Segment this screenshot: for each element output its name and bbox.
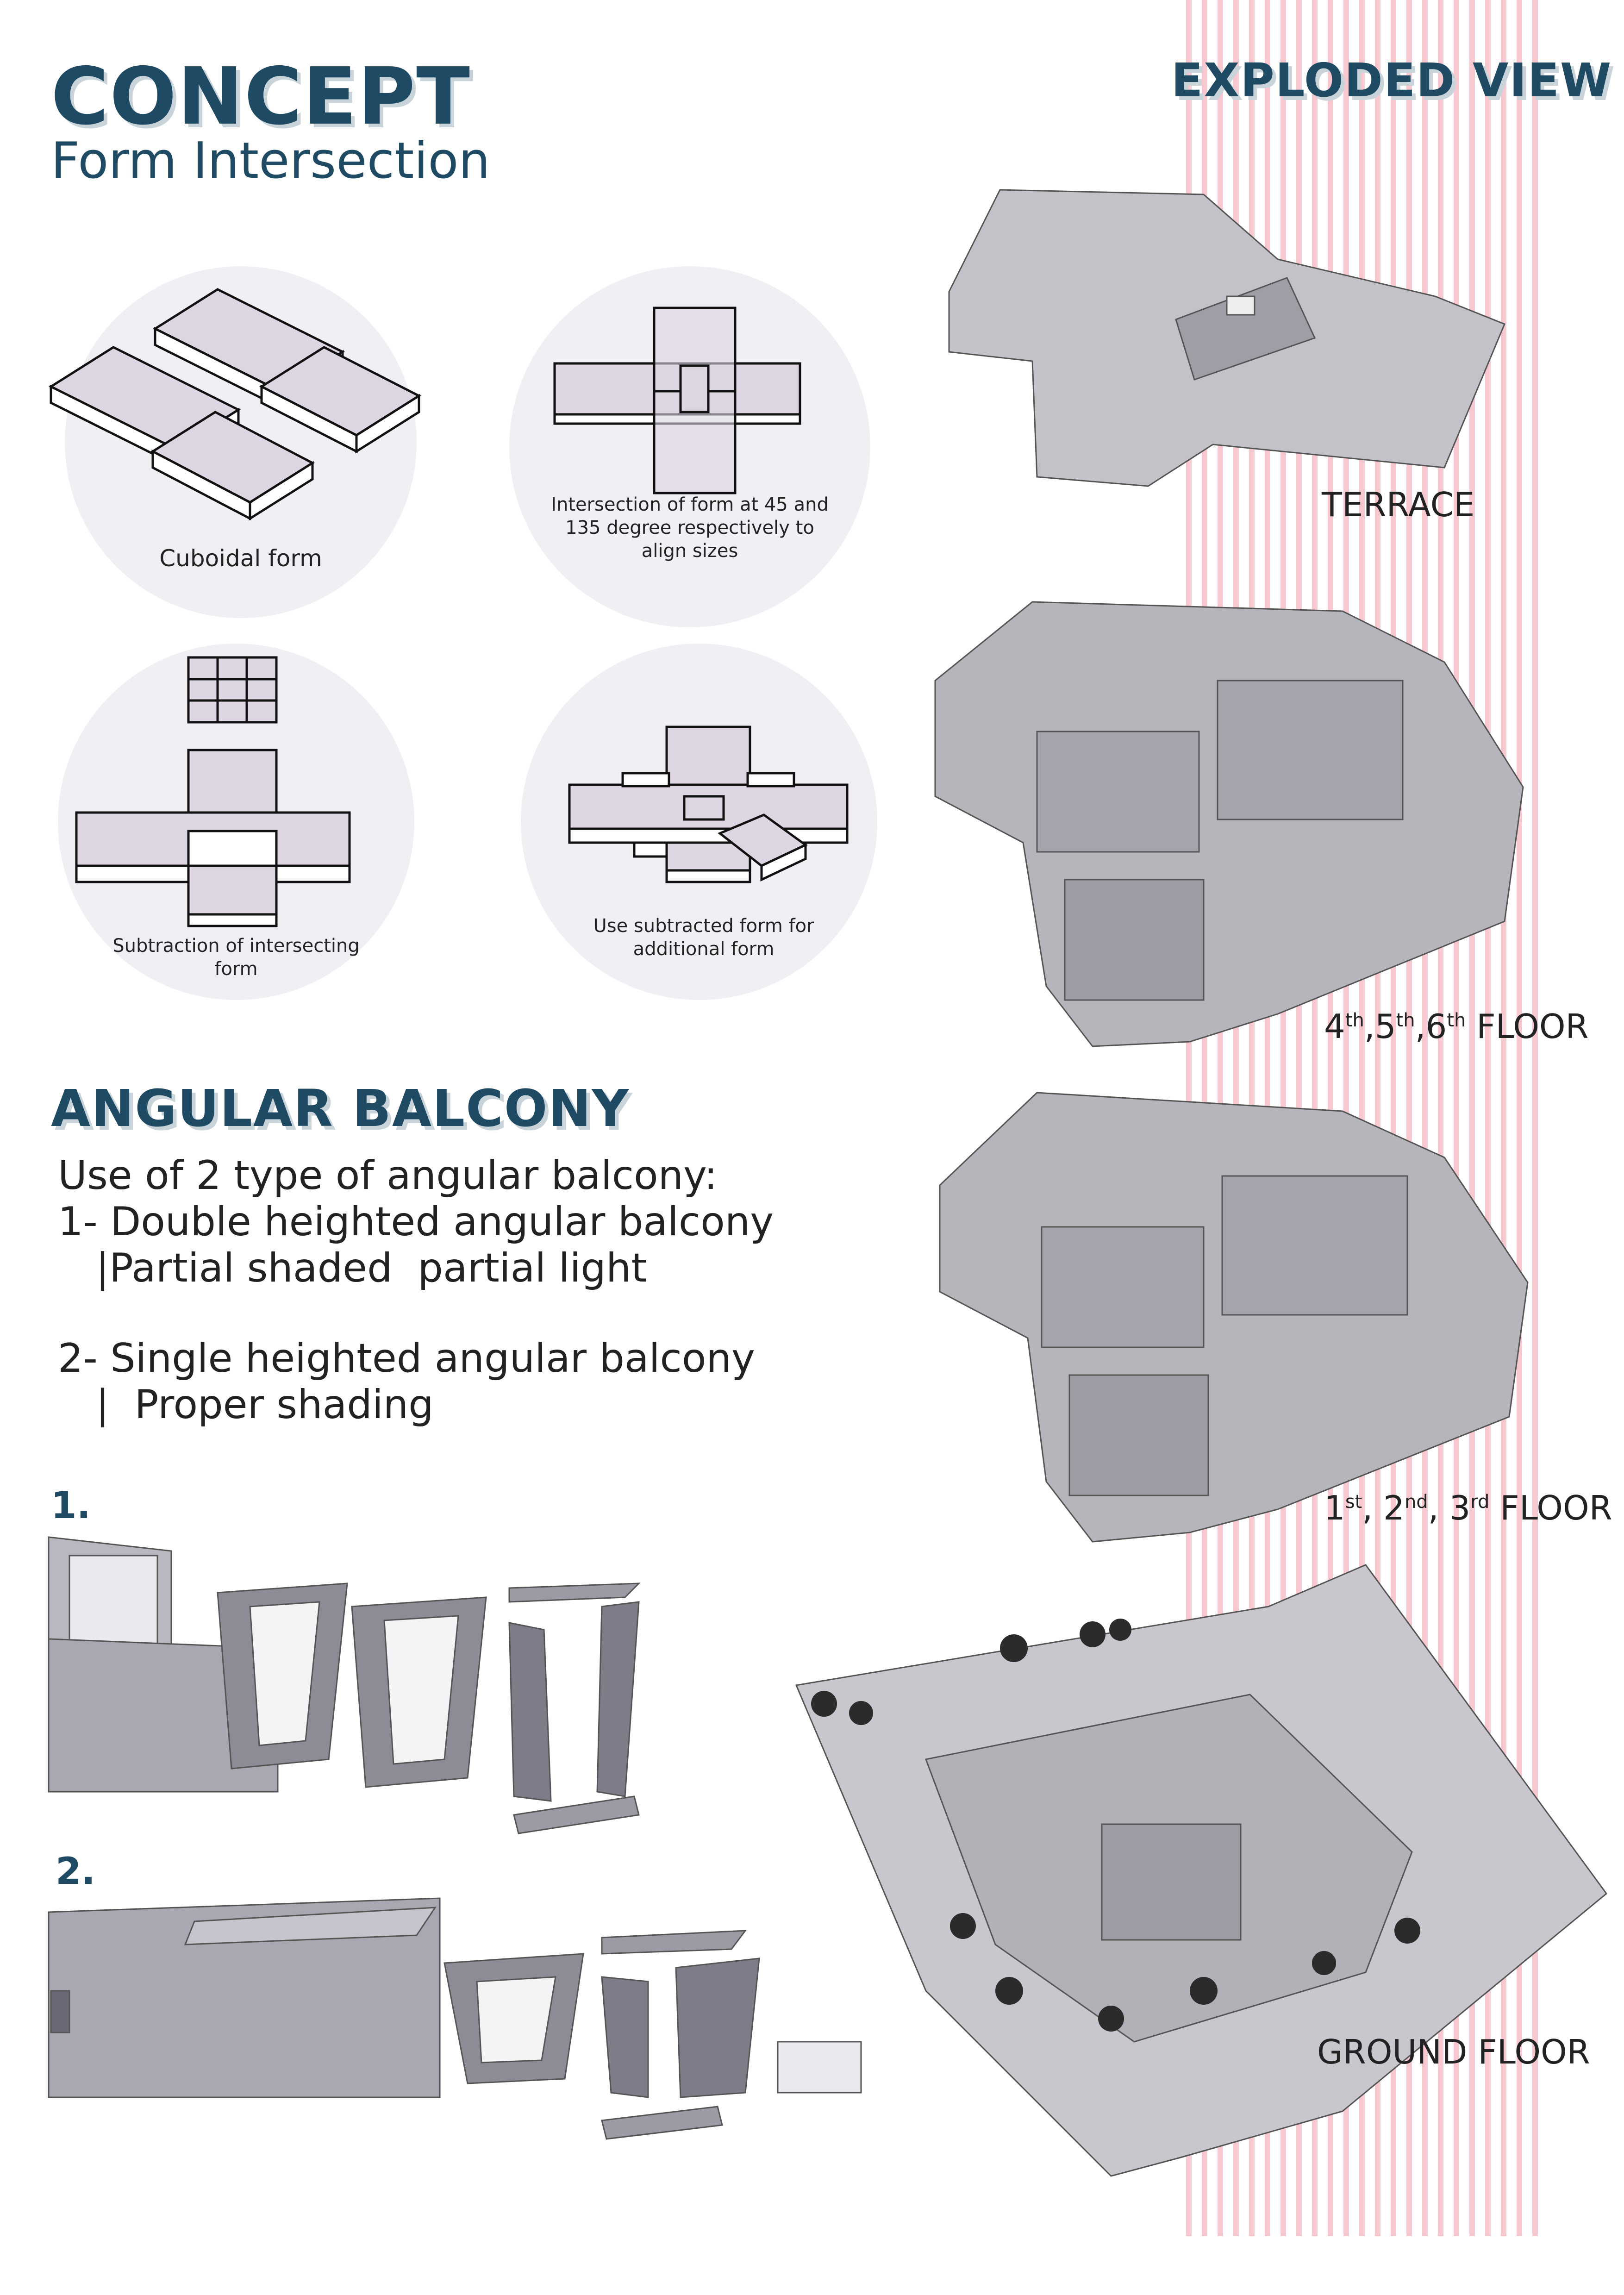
balcony-line-3: |Partial shaded partial light [58,1245,647,1291]
concept-subtitle: Form Intersection [51,132,490,190]
floor-label-4-5-6-rest: FLOOR [1466,1007,1589,1046]
caption-subtraction-line-2: form [214,958,258,980]
floor-label-4-5-6-n3: ,6 [1415,1007,1447,1046]
caption-cuboidal: Cuboidal form [159,545,322,572]
floor-label-ground: GROUND FLOOR [1317,2032,1590,2071]
floor-label-4-5-6-n1: 4 [1324,1007,1345,1046]
floor-label-1-2-3-n3: , 3 [1428,1488,1471,1527]
floor-label-1-2-3-rest: FLOOR [1489,1488,1612,1527]
balcony-line-4: 2- Single heighted angular balcony [58,1335,755,1382]
caption-additional-line-1: Use subtracted form for [593,915,814,937]
caption-additional-line-2: additional form [633,938,775,960]
caption-subtraction: Subtraction of intersecting form [93,934,380,981]
exploded-view-title: EXPLODED VIEW [1171,53,1612,107]
floor-label-4-5-6-s1: th [1345,1010,1364,1031]
balcony-line-5: | Proper shading [58,1382,434,1428]
balcony-line-1: Use of 2 type of angular balcony: [58,1152,718,1199]
caption-intersection-line-2: 135 degree respectively to [565,517,814,538]
floor-label-1-2-3-n2: , 2 [1362,1488,1405,1527]
caption-additional: Use subtracted form for additional form [556,914,852,961]
floor-label-1-2-3-s3: rd [1470,1491,1490,1513]
balcony-line-2: 1- Double heighted angular balcony [58,1199,774,1245]
small-grid-form [187,656,278,724]
floor-label-1-2-3-n1: 1 [1324,1488,1345,1527]
floor-label-4-5-6-s3: th [1447,1010,1466,1031]
balcony-type-2-label: 2. [56,1850,96,1893]
caption-intersection: Intersection of form at 45 and 135 degre… [532,493,847,563]
floor-label-terrace: TERRACE [1322,485,1475,524]
caption-intersection-line-1: Intersection of form at 45 and [551,494,829,515]
caption-subtraction-line-1: Subtraction of intersecting [112,935,360,957]
caption-intersection-line-3: align sizes [641,540,738,562]
concept-title: CONCEPT [51,51,471,143]
floor-label-1-2-3: 1st, 2nd, 3rd FLOOR [1324,1488,1612,1527]
floor-label-1-2-3-s1: st [1345,1491,1362,1513]
angular-balcony-title: ANGULAR BALCONY [51,1079,630,1138]
floor-label-4-5-6: 4th,5th,6th FLOOR [1324,1007,1589,1046]
floor-label-1-2-3-s2: nd [1404,1491,1428,1513]
balcony-type-1-label: 1. [51,1484,91,1527]
floor-label-4-5-6-n2: ,5 [1364,1007,1396,1046]
floor-label-4-5-6-s2: th [1396,1010,1415,1031]
